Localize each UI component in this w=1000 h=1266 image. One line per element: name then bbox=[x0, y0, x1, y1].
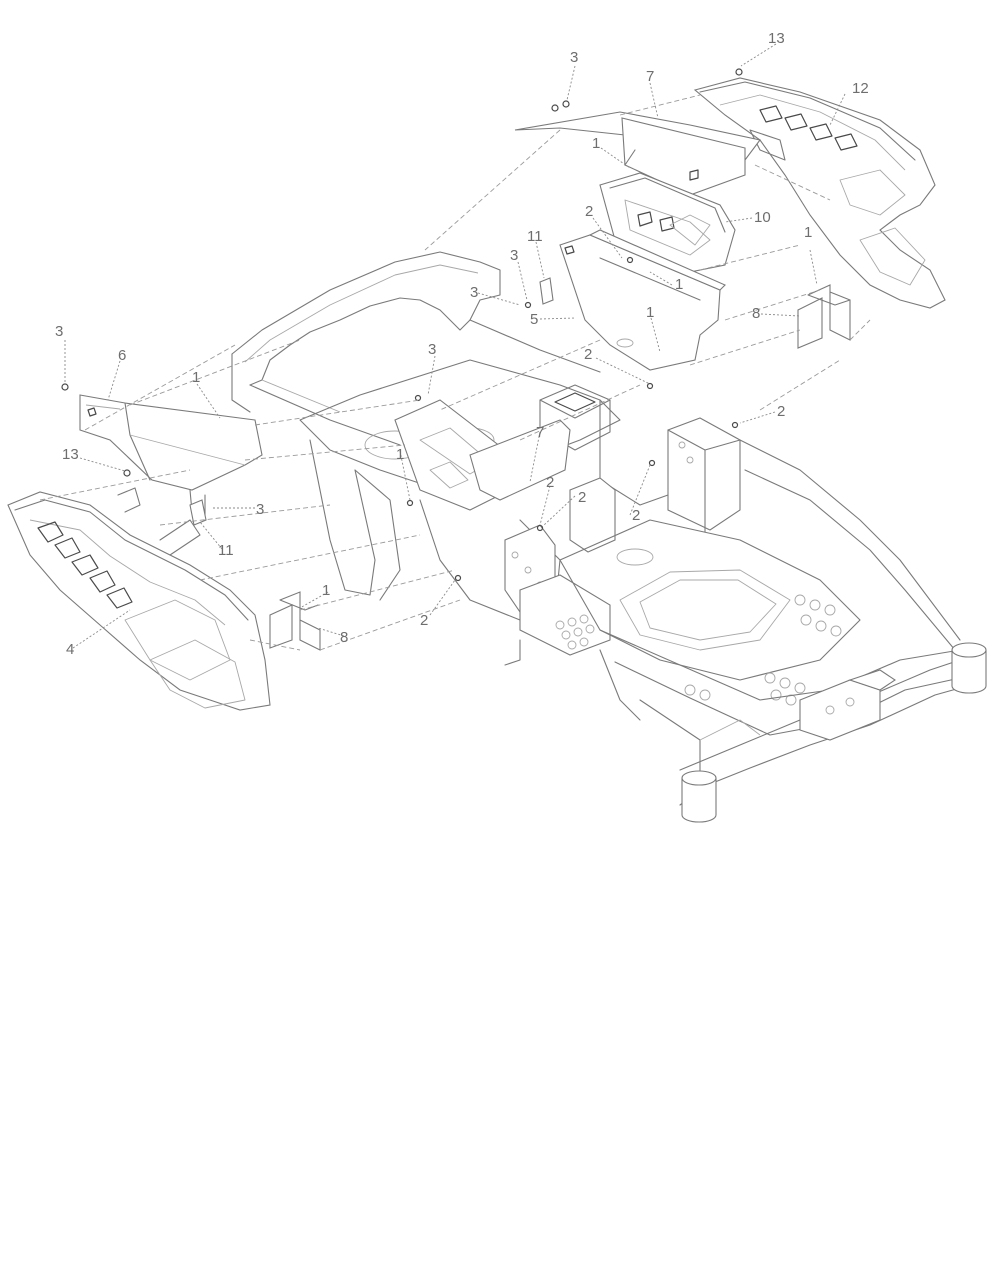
callout-2: 2 bbox=[585, 203, 593, 220]
callout-3: 3 bbox=[570, 49, 578, 66]
callout-1: 1 bbox=[396, 446, 404, 463]
callout-labels: 3 13 7 12 1 2 10 11 3 3 5 1 1 1 8 2 3 6 … bbox=[55, 30, 869, 658]
callout-2: 2 bbox=[420, 612, 428, 629]
callout-3: 3 bbox=[55, 323, 63, 340]
frame-post-rear bbox=[951, 642, 987, 694]
callout-1: 1 bbox=[804, 224, 812, 241]
callout-3: 3 bbox=[256, 501, 264, 518]
rear-grille-slots bbox=[759, 105, 858, 151]
clip-11-upper bbox=[539, 277, 554, 305]
callout-6: 6 bbox=[118, 347, 126, 364]
callout-3: 3 bbox=[470, 284, 478, 301]
callout-2: 2 bbox=[546, 474, 554, 491]
callout-8: 8 bbox=[752, 305, 760, 322]
callout-1: 1 bbox=[322, 582, 330, 599]
main-frame bbox=[231, 251, 987, 823]
callout-13: 13 bbox=[768, 30, 785, 47]
frame-post-front bbox=[681, 770, 717, 823]
callout-4: 4 bbox=[66, 641, 74, 658]
bracket-8-lower bbox=[269, 591, 321, 651]
rear-hood-12 bbox=[693, 77, 946, 309]
panel-7 bbox=[514, 111, 761, 196]
floor-plate-holes bbox=[555, 594, 842, 706]
grille-slots bbox=[37, 521, 133, 609]
callout-3: 3 bbox=[510, 247, 518, 264]
callout-2: 2 bbox=[632, 507, 640, 524]
callout-11: 11 bbox=[218, 542, 234, 559]
callout-13: 13 bbox=[62, 446, 79, 463]
callout-2: 2 bbox=[777, 403, 785, 420]
front-hood-4 bbox=[7, 487, 271, 711]
callout-2: 2 bbox=[578, 489, 586, 506]
callout-3: 3 bbox=[428, 341, 436, 358]
panel-5 bbox=[559, 229, 726, 371]
callout-1: 1 bbox=[592, 135, 600, 152]
panel-6 bbox=[79, 394, 263, 516]
fasteners bbox=[61, 68, 743, 582]
callout-11: 11 bbox=[527, 228, 543, 245]
callout-1: 1 bbox=[646, 304, 654, 321]
leader-lines bbox=[64, 43, 846, 649]
clip-11-lower bbox=[189, 499, 207, 526]
callout-1: 1 bbox=[192, 369, 200, 386]
callout-7: 7 bbox=[646, 68, 654, 85]
callout-10: 10 bbox=[754, 209, 771, 226]
assembly-lines bbox=[39, 94, 871, 651]
callout-1: 1 bbox=[675, 276, 683, 293]
callout-7: 7 bbox=[536, 424, 544, 441]
callout-2: 2 bbox=[584, 346, 592, 363]
callout-12: 12 bbox=[852, 80, 869, 97]
bracket-8-upper bbox=[797, 284, 851, 349]
callout-5: 5 bbox=[530, 311, 538, 328]
callout-8: 8 bbox=[340, 629, 348, 646]
